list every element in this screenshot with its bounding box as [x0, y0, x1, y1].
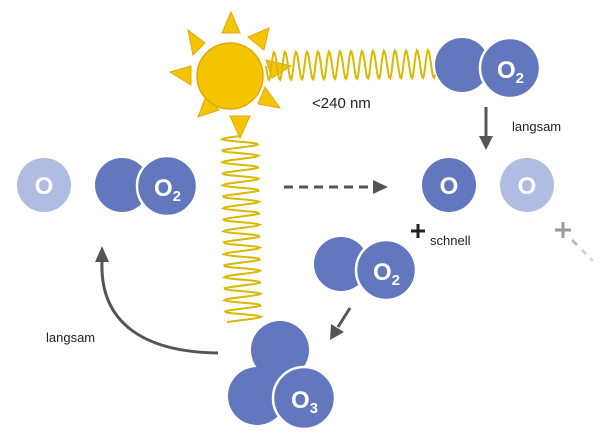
o2-molecule-top: O2 [435, 36, 542, 100]
plus-icon-faded [555, 222, 595, 263]
fast-label: schnell [430, 233, 471, 248]
svg-text:O: O [35, 173, 54, 200]
o2-molecule-mid: O2 [314, 237, 418, 302]
o-atom-left: O [17, 158, 71, 212]
o-atom-right: O [500, 158, 554, 212]
plus-icon [411, 224, 425, 238]
arrow-ozone-decay [95, 246, 219, 355]
svg-text:O2: O2 [373, 259, 400, 289]
svg-text:O3: O3 [291, 387, 318, 417]
svg-text:O: O [518, 173, 537, 200]
uv-wave-vertical [219, 135, 264, 324]
arrow-photolysis [479, 107, 493, 150]
dashed-arrow [284, 180, 388, 194]
sun-icon [168, 10, 293, 140]
o-atom-mid: O [422, 158, 476, 212]
svg-text:O2: O2 [154, 175, 181, 205]
o2-top-base: O [497, 57, 516, 84]
uv-wave-horizontal [265, 48, 437, 82]
o2-molecule-left: O2 [95, 154, 199, 218]
svg-text:O: O [440, 173, 459, 200]
slow-label-left: langsam [46, 330, 95, 345]
arrow-to-ozone [330, 307, 352, 340]
o2-top-sub: 2 [516, 70, 524, 87]
wavelength-label: <240 nm [312, 95, 371, 112]
slow-label-top: langsam [512, 119, 561, 134]
svg-text:O2: O2 [497, 57, 524, 87]
o3-molecule: O3 [228, 321, 337, 431]
